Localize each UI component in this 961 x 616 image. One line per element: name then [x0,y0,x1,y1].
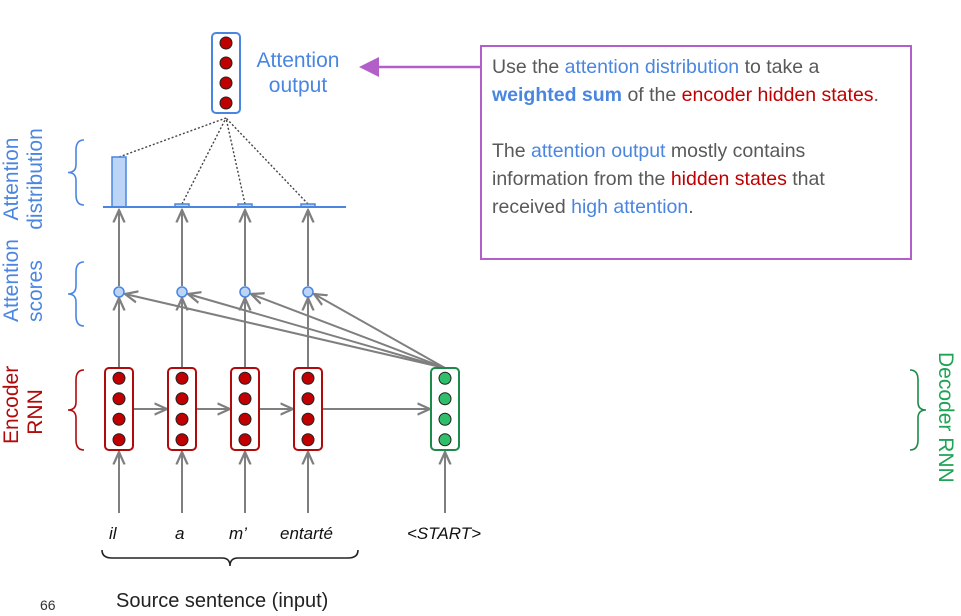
weighted-sum-dotted-line [181,117,227,205]
encoder-hidden-state [167,367,197,451]
scores-brace [67,261,85,327]
callout-text: of the [622,84,682,106]
encoder-hidden-state-unit [112,412,126,426]
encoder-hidden-state [230,367,260,451]
encoder-hidden-state-unit [301,412,315,426]
callout-highlight-attention-output: attention output [531,140,666,162]
attention-score-dot [176,286,188,298]
encoder-hidden-state-unit [175,433,189,447]
weighted-sum-dotted-line [225,117,246,205]
callout-paragraph-1: Use the attention distribution to take a… [492,53,900,109]
encoder-hidden-state-unit [301,371,315,385]
callout-text: . [873,84,879,106]
distribution-brace [67,139,85,206]
source-word-entarte: entarté [280,524,333,543]
decoder-hidden-state [430,367,460,451]
attention-distribution-label: Attention distribution [0,119,48,239]
callout-text: The [492,140,532,162]
attention-output-unit [219,96,233,110]
encoder-rnn-label-line1: Encoder [0,365,23,444]
encoder-hidden-state-unit [112,392,126,406]
attention-output-label-line1: Attention [256,49,340,72]
callout-text: that received [492,168,825,218]
attention-output-label-line2: output [268,74,328,97]
callout-highlight-encoder-hidden-states: encoder hidden states [681,84,874,106]
encoder-hidden-state-unit [238,412,252,426]
decoder-input-start: <START> [407,524,482,543]
decoder-hidden-state-unit [438,392,452,406]
decoder-hidden-state-unit [438,433,452,447]
decoder-to-score-arrow [188,294,446,369]
attention-output-unit [219,56,233,70]
encoder-hidden-state-unit [112,433,126,447]
encoder-hidden-state-unit [301,433,315,447]
attention-distribution-label-line1: Attention [0,137,23,221]
callout-highlight-hidden-states: hidden states [670,168,787,190]
attention-output-unit [219,36,233,50]
encoder-hidden-state-unit [175,371,189,385]
attention-output-label: Attention output [250,48,346,98]
source-sentence-label: Source sentence (input) [116,590,329,612]
attention-score-dot [113,286,125,298]
attention-scores-label: Attention scores [0,239,48,322]
attention-score-dot [239,286,251,298]
encoder-brace [67,369,85,451]
encoder-hidden-state-unit [301,392,315,406]
decoder-to-score-arrow [125,294,446,369]
decoder-to-score-arrow [251,294,446,369]
explanation-callout: Use the attention distribution to take a… [480,45,912,260]
attention-bar [111,156,127,208]
source-sentence-brace [101,549,359,567]
weighted-sum-dotted-line [118,117,227,158]
source-word-a: a [175,524,185,543]
callout-text: Use the [492,56,565,78]
encoder-rnn-label-line2: RNN [24,389,47,435]
callout-highlight-high-attention: high attention [571,196,689,218]
callout-text: mostly contains information from the [492,140,806,190]
decoder-to-score-arrow [314,294,446,369]
attention-scores-label-line2: scores [24,260,47,322]
attention-distribution-label-line2: distribution [24,128,47,230]
encoder-hidden-state-unit [238,371,252,385]
attention-scores-label-line1: Attention [0,239,23,322]
source-word-il: il [109,524,117,543]
decoder-hidden-state-unit [438,371,452,385]
encoder-hidden-state [293,367,323,451]
attention-score-dot [302,286,314,298]
encoder-hidden-state-unit [112,371,126,385]
decoder-hidden-state-unit [438,412,452,426]
attention-output-vector [211,32,241,114]
callout-highlight-weighted-sum: weighted sum [492,84,623,106]
callout-paragraph-2: The attention output mostly contains inf… [492,137,900,221]
weighted-sum-dotted-line [225,117,309,205]
encoder-hidden-state-unit [238,392,252,406]
source-word-m: m’ [229,524,247,543]
callout-text: to take a [739,56,820,78]
encoder-hidden-state [104,367,134,451]
encoder-hidden-state-unit [175,412,189,426]
page-number: 66 [40,597,56,613]
decoder-brace [909,369,927,451]
attention-output-unit [219,76,233,90]
encoder-hidden-state-unit [238,433,252,447]
decoder-rnn-label: Decoder RNN [934,352,957,483]
callout-text: . [688,196,694,218]
encoder-rnn-label: Encoder RNN [0,365,48,444]
callout-highlight-attention-distribution: attention distribution [564,56,740,78]
encoder-hidden-state-unit [175,392,189,406]
